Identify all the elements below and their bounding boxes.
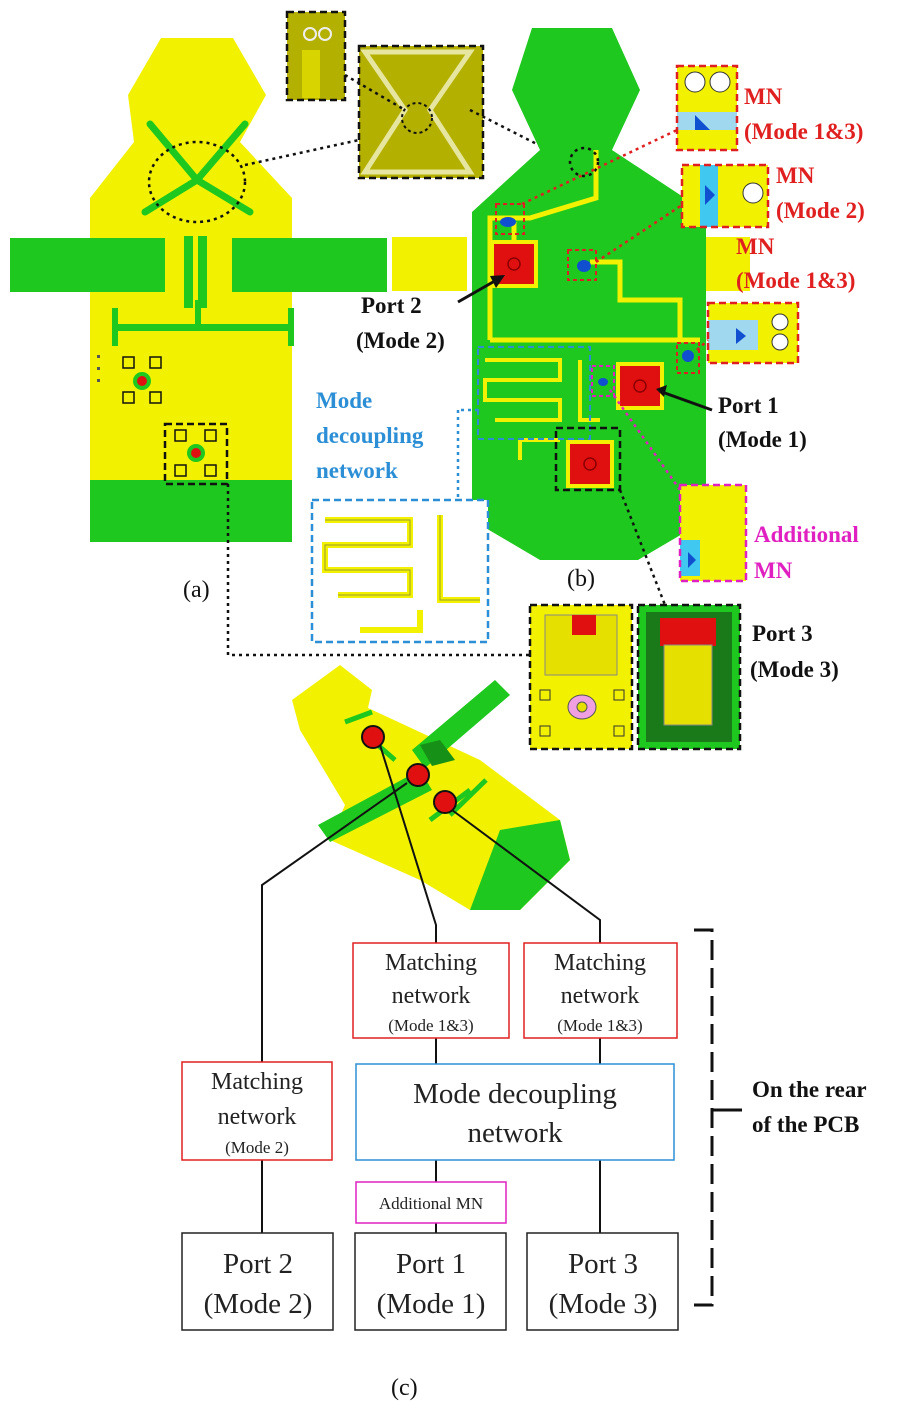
- add-mn-label-1: Additional: [754, 522, 859, 547]
- mn-mode3-text-1: Matching: [554, 950, 646, 976]
- zoom-inset-small: [285, 10, 347, 102]
- rear-label-1: On the rear: [752, 1077, 867, 1102]
- port3-box: Port 3 (Mode 3): [526, 1232, 679, 1331]
- mn-mid-label-2: (Mode 1&3): [736, 268, 855, 293]
- front-port3-highlight: [163, 422, 229, 486]
- front-connector-footprint: [122, 356, 162, 404]
- port-arrows: [457, 275, 713, 412]
- front-t-right-stub: [288, 308, 294, 346]
- port3-inset-front: [528, 603, 634, 751]
- rear-label-2: of the PCB: [752, 1112, 859, 1137]
- port1-label-2: (Mode 1): [718, 427, 807, 452]
- rear-port3-highlight: [554, 426, 622, 492]
- front-t-left-stub: [112, 308, 118, 346]
- mdn-label-3: network: [316, 458, 398, 483]
- mn-mode2-text-3: (Mode 2): [225, 1138, 289, 1157]
- port3-label-1: Port 3: [752, 621, 813, 646]
- rear-board: [472, 28, 706, 560]
- port2-box-text-2: (Mode 2): [204, 1288, 313, 1320]
- mn-mode2-box: Matching network (Mode 2): [181, 1061, 333, 1161]
- mdn-inset: [310, 498, 490, 644]
- additional-mn-text: Additional MN: [379, 1194, 483, 1213]
- mn-inset-mode2: [680, 163, 770, 229]
- port2-label-1: Port 2: [361, 293, 422, 318]
- block-connector-lines: [261, 744, 601, 1233]
- mn-mode1-text-3: (Mode 1&3): [388, 1016, 473, 1035]
- port1-box: Port 1 (Mode 1): [354, 1232, 507, 1331]
- mdn-box-text-2: network: [467, 1117, 563, 1149]
- mdn-box: Mode decoupling network: [355, 1063, 675, 1161]
- additional-mn-box: Additional MN: [355, 1181, 507, 1224]
- port1-box-text-1: Port 1: [396, 1248, 466, 1280]
- mn-top-label-2: (Mode 1&3): [744, 119, 863, 144]
- front-zoom-circle: [147, 140, 247, 224]
- front-left-strip: [10, 238, 165, 292]
- add-mn-label-2: MN: [754, 558, 793, 583]
- pcb-3d-view: [292, 665, 570, 910]
- mdn-label-1: Mode: [316, 388, 372, 413]
- mn-top-label-1: MN: [744, 84, 783, 109]
- port2-box: Port 2 (Mode 2): [181, 1232, 334, 1331]
- port3-label-2: (Mode 3): [750, 657, 839, 682]
- mdn-label-2: decoupling: [316, 423, 424, 448]
- rear-bracket: [694, 928, 742, 1307]
- mn-mode2-text-2: network: [218, 1104, 297, 1130]
- mn-leader-lines: [456, 128, 709, 500]
- front-t-bar: [112, 324, 294, 331]
- panel-c-label: (c): [391, 1375, 418, 1401]
- rear-right-strip: [702, 237, 750, 291]
- mn-mode2-label-2: (Mode 2): [776, 198, 865, 223]
- zoom-leader-lines: [244, 73, 573, 167]
- mn-mid-label-1: MN: [736, 234, 775, 259]
- panel-a-label: (a): [183, 577, 210, 603]
- front-t-stem: [195, 300, 201, 326]
- rear-mdn-highlight: [477, 346, 591, 440]
- mn-mode1-text-1: Matching: [385, 950, 477, 976]
- port2-label-2: (Mode 2): [356, 328, 445, 353]
- port1-box-text-2: (Mode 1): [377, 1288, 486, 1320]
- mn-mode3-text-3: (Mode 1&3): [557, 1016, 642, 1035]
- front-feed-left: [184, 236, 193, 308]
- mn-mode2-label-1: MN: [776, 163, 815, 188]
- mdn-box-text-1: Mode decoupling: [413, 1078, 617, 1110]
- port3-box-text-1: Port 3: [568, 1248, 638, 1280]
- mn-mode1-text-2: network: [392, 983, 471, 1009]
- mn-mode3-box: Matching network (Mode 1&3): [523, 942, 678, 1039]
- front-y-slot: [141, 120, 254, 216]
- mn-mode2-text-1: Matching: [211, 1069, 303, 1095]
- port3-leader-lines: [226, 484, 667, 657]
- port2-box-text-1: Port 2: [223, 1248, 293, 1280]
- front-feed-right: [198, 236, 207, 308]
- zoom-inset-slot: [357, 44, 485, 180]
- front-port3-footprint: [163, 422, 229, 486]
- mn-inset-mid: [706, 301, 800, 365]
- pcb-front-view: [10, 38, 387, 542]
- port3-box-text-2: (Mode 3): [549, 1288, 658, 1320]
- panel-b-label: (b): [567, 566, 595, 592]
- mn-mode3-text-2: network: [561, 983, 640, 1009]
- front-right-strip: [232, 238, 387, 292]
- add-mn-inset: [678, 483, 748, 583]
- front-bottom-ground: [90, 480, 292, 542]
- port1-label-1: Port 1: [718, 393, 779, 418]
- rear-left-strip: [392, 237, 467, 291]
- port3-inset-rear: [636, 603, 742, 751]
- mn-mode1-box: Matching network (Mode 1&3): [352, 942, 510, 1039]
- pcb-rear-view: [392, 28, 750, 560]
- mn-inset-top: [675, 64, 739, 152]
